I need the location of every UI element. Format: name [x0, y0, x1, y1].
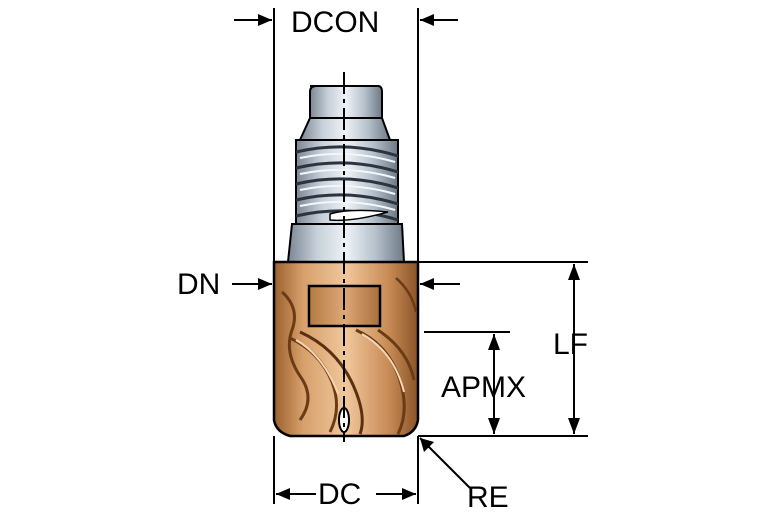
apmx-dimension-arrow: [488, 334, 500, 434]
dn-label: DN: [177, 268, 221, 301]
cutting-body: [272, 260, 420, 438]
dn-dimension-arrows: [232, 278, 460, 290]
shank: [286, 85, 406, 263]
dcon-label: DCON: [291, 6, 380, 39]
lf-label: LF: [553, 328, 589, 361]
lf-dimension-arrow: [568, 264, 580, 434]
re-leader-arrow: [419, 437, 471, 489]
dcon-dimension-arrows: [234, 14, 458, 26]
dc-dimension-arrow: [276, 488, 416, 500]
apmx-label: APMX: [441, 371, 527, 404]
dc-label: DC: [318, 478, 362, 511]
extension-lines: [273, 8, 588, 504]
re-label: RE: [467, 481, 509, 514]
